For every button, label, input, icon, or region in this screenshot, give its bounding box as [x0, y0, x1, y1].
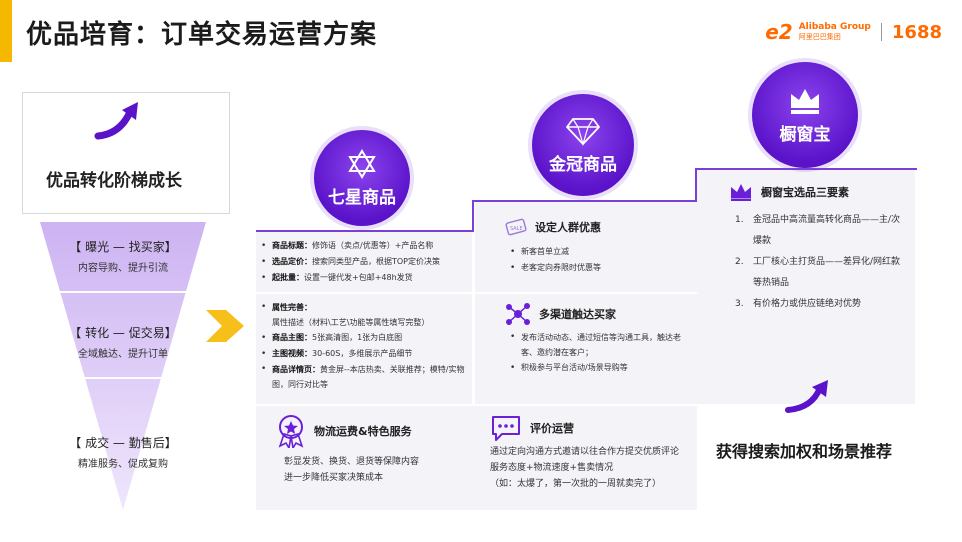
section-title: 物流运费&特色服务	[314, 425, 412, 438]
list-item: 积极参与平台活动/场景导购等	[505, 360, 683, 376]
step-line	[695, 168, 697, 202]
section-title: 多渠道触达买家	[539, 308, 616, 321]
list-item: 商品标题：修饰语（卖点/优惠等）+产品名称	[256, 238, 472, 254]
medal-icon	[278, 415, 304, 448]
chuchuang-panel: 橱窗宝选品三要素 1.金冠品中高流量高转化商品——主/次爆款 2.工厂核心主打货…	[697, 170, 915, 404]
result-text: 获得搜索加权和场景推荐	[716, 442, 893, 461]
right-arrow-icon	[206, 310, 244, 342]
section-title: 设定人群优惠	[535, 221, 601, 234]
funnel-stage-sub: 内容导购、提升引流	[78, 263, 168, 274]
funnel-stage-conversion: 【 转化 — 促交易】 全域触达、提升订单	[40, 324, 206, 360]
multichannel-panel: 多渠道触达买家 发布活动动态、通过短信等沟通工具，触达老客、邀约潜在客户； 积极…	[475, 294, 697, 404]
funnel-stage-title: 【 转化 — 促交易】	[69, 326, 177, 340]
qixing-badge: 七星商品	[314, 130, 410, 226]
crowd-discount-panel: SALE 设定人群优惠 新客首单立减 老客定向券限时优惠等	[475, 202, 697, 292]
list-item: 起批量：设置一键代发+包邮+48h发货	[256, 270, 472, 286]
section-title: 橱窗宝选品三要素	[761, 186, 849, 199]
funnel-stage-title: 【 曝光 — 找买家】	[69, 240, 177, 254]
logo-english-text: Alibaba Group	[798, 22, 871, 32]
alibaba-1688-logo: e2 Alibaba Group 阿里巴巴集团 1688	[765, 20, 942, 44]
diamond-icon	[566, 117, 600, 146]
step-line	[472, 200, 699, 202]
qixing-content-panel: 属性完善：属性描述（材料\工艺\功能等属性填写完整） 商品主图：5张高清图，1张…	[256, 294, 472, 404]
up-arrow-icon	[785, 380, 828, 413]
list-item: 老客定向券限时优惠等	[505, 260, 697, 276]
badge-label: 七星商品	[328, 187, 396, 208]
network-icon	[506, 303, 530, 325]
page-title: 优品培育：订单交易运营方案	[26, 20, 378, 50]
qixing-basics-panel: 商品标题：修饰语（卖点/优惠等）+产品名称 选品定价：搜索同类型产品，根据TOP…	[256, 232, 472, 292]
list-item: 属性完善：属性描述（材料\工艺\功能等属性填写完整）	[256, 300, 466, 330]
text-line: 服务态度+物流速度+售卖情况	[490, 463, 614, 473]
list-item: 选品定价：搜索同类型产品，根据TOP定价决策	[256, 254, 472, 270]
funnel-graphic	[40, 222, 206, 510]
logo-chinese-text: 阿里巴巴集团	[798, 33, 841, 41]
text-line: 进一步降低买家决策成本	[284, 473, 384, 483]
badge-label: 橱窗宝	[779, 124, 831, 145]
up-arrow-icon	[94, 102, 138, 140]
list-item: 新客首单立减	[505, 244, 697, 260]
list-item: 发布活动动态、通过短信等沟通工具，触达老客、邀约潜在客户；	[505, 330, 683, 360]
chuchuang-badge: 橱窗宝	[752, 62, 858, 168]
jinguan-badge: 金冠商品	[532, 94, 634, 196]
svg-text:SALE: SALE	[510, 226, 523, 232]
section-title: 评价运营	[530, 422, 574, 435]
list-item: 1.金冠品中高流量高转化商品——主/次爆款	[735, 215, 901, 246]
review-section: 评价运营 通过定向沟通方式邀请以往合作方提交优质评论 服务态度+物流速度+售卖情…	[490, 414, 679, 492]
funnel-stage-sub: 精准服务、促成复购	[78, 459, 168, 470]
chat-icon	[492, 416, 520, 441]
logistics-section: 物流运费&特色服务 彰显发货、换货、退货等保障内容 进一步降低买家决策成本	[276, 414, 419, 486]
funnel-stage-title: 【 成交 — 勤售后】	[69, 436, 177, 450]
text-line: 通过定向沟通方式邀请以往合作方提交优质评论	[490, 447, 680, 457]
list-item: 主图视频：30-60S，多维展示产品细节	[256, 346, 466, 362]
step-line	[256, 230, 474, 232]
step-line	[695, 168, 917, 170]
logo-divider	[880, 23, 882, 41]
result-panel	[697, 406, 915, 510]
title-accent-bar	[0, 0, 12, 62]
funnel-stage-deal: 【 成交 — 勤售后】 精准服务、促成复购	[40, 434, 206, 470]
list-item: 商品详情页：黄金屏--本店热卖、关联推荐；模特/实物图，同行对比等	[256, 362, 466, 392]
crown-icon	[731, 184, 751, 201]
star-of-david-icon	[348, 148, 376, 179]
list-item: 2.工厂核心主打货品——差异化/网红款等热销品	[735, 257, 901, 288]
logo-1688-text: 1688	[891, 21, 942, 43]
list-item: 3.有价格力或供应链绝对优势	[735, 299, 862, 309]
badge-label: 金冠商品	[549, 154, 617, 175]
growth-label: 优品转化阶梯成长	[46, 171, 182, 191]
service-panel: 物流运费&特色服务 彰显发货、换货、退货等保障内容 进一步降低买家决策成本 评价…	[256, 406, 697, 510]
alibaba-logo-mark: e2	[765, 20, 793, 44]
list-item: 商品主图：5张高清图，1张为白底图	[256, 330, 466, 346]
step-line	[472, 200, 474, 232]
crown-icon	[791, 88, 819, 114]
text-line: （如：太爆了，第一次批的一周就卖完了）	[490, 479, 662, 489]
coupon-icon: SALE	[505, 218, 527, 236]
text-line: 彰显发货、换货、退货等保障内容	[284, 457, 420, 467]
funnel-stage-exposure: 【 曝光 — 找买家】 内容导购、提升引流	[40, 238, 206, 274]
funnel-stage-sub: 全域触达、提升订单	[78, 349, 168, 360]
